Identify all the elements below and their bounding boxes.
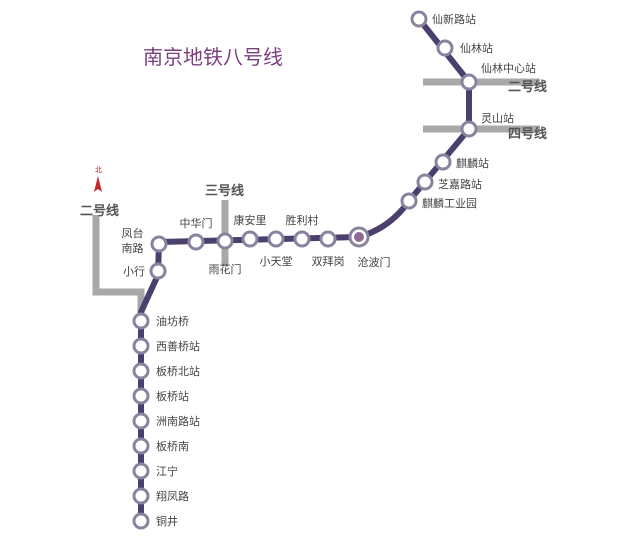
line2-west-track bbox=[92, 215, 145, 316]
station-label: 芝嘉路站 bbox=[438, 177, 482, 191]
terminal-marker bbox=[354, 232, 364, 242]
station-label: 麒麟工业园 bbox=[422, 196, 477, 210]
station-marker bbox=[132, 362, 150, 380]
station-label: 板桥站 bbox=[156, 389, 189, 403]
station-label: 仙新路站 bbox=[432, 12, 476, 26]
station-label: 仙林中心站 bbox=[481, 61, 536, 75]
station-label: 仙林站 bbox=[460, 41, 493, 55]
station-label: 洲南路站 bbox=[156, 414, 200, 428]
station-label: 麒麟站 bbox=[456, 156, 489, 170]
station-marker bbox=[132, 462, 150, 480]
station-marker bbox=[400, 192, 418, 210]
station-marker bbox=[434, 153, 452, 171]
station-label: 胜利村 bbox=[286, 213, 319, 227]
station-marker bbox=[149, 262, 167, 280]
line3-label: 三号线 bbox=[205, 183, 244, 199]
station-marker bbox=[319, 230, 337, 248]
station-label: 沧波门 bbox=[358, 255, 391, 269]
station-marker bbox=[267, 230, 285, 248]
station-label: 雨花门 bbox=[209, 262, 242, 276]
north-arrow-icon bbox=[94, 176, 102, 192]
station-label: 翔凤路 bbox=[156, 489, 189, 503]
station-marker bbox=[436, 39, 454, 57]
station-label: 板桥北站 bbox=[156, 364, 200, 378]
station-label: 小行 bbox=[123, 265, 145, 278]
station-marker bbox=[132, 487, 150, 505]
station-marker bbox=[241, 230, 259, 248]
station-marker bbox=[187, 233, 205, 251]
station-marker bbox=[132, 387, 150, 405]
line2-east-label: 二号线 bbox=[508, 79, 547, 95]
north-label: 北 bbox=[95, 166, 102, 174]
line2-west-label: 二号线 bbox=[80, 203, 119, 219]
station-label-fengtai-nanlu: 凤台南路 bbox=[121, 227, 144, 255]
map-title: 南京地铁八号线 bbox=[143, 45, 283, 69]
station-label: 西善桥站 bbox=[156, 339, 200, 353]
station-label: 灵山站 bbox=[481, 111, 514, 125]
station-label: 铜井 bbox=[156, 514, 178, 528]
station-marker bbox=[132, 337, 150, 355]
station-label: 小天堂 bbox=[260, 255, 293, 268]
line4-label: 四号线 bbox=[508, 126, 547, 142]
station-label: 江宁 bbox=[156, 464, 178, 478]
station-marker bbox=[132, 512, 150, 530]
station-label: 中华门 bbox=[180, 216, 213, 230]
station-marker bbox=[132, 437, 150, 455]
station-marker bbox=[150, 235, 168, 253]
station-marker bbox=[460, 120, 478, 138]
station-label: 康安里 bbox=[234, 213, 267, 227]
station-marker bbox=[410, 10, 428, 28]
station-marker bbox=[216, 232, 234, 250]
station-label: 双拜岗 bbox=[312, 255, 345, 268]
station-marker bbox=[132, 312, 150, 330]
station-marker bbox=[132, 412, 150, 430]
station-marker bbox=[293, 230, 311, 248]
station-marker bbox=[460, 73, 478, 91]
station-label: 油坊桥 bbox=[156, 314, 189, 328]
line8-track bbox=[138, 17, 472, 521]
station-marker bbox=[416, 173, 434, 191]
station-label: 板桥南 bbox=[156, 439, 189, 453]
